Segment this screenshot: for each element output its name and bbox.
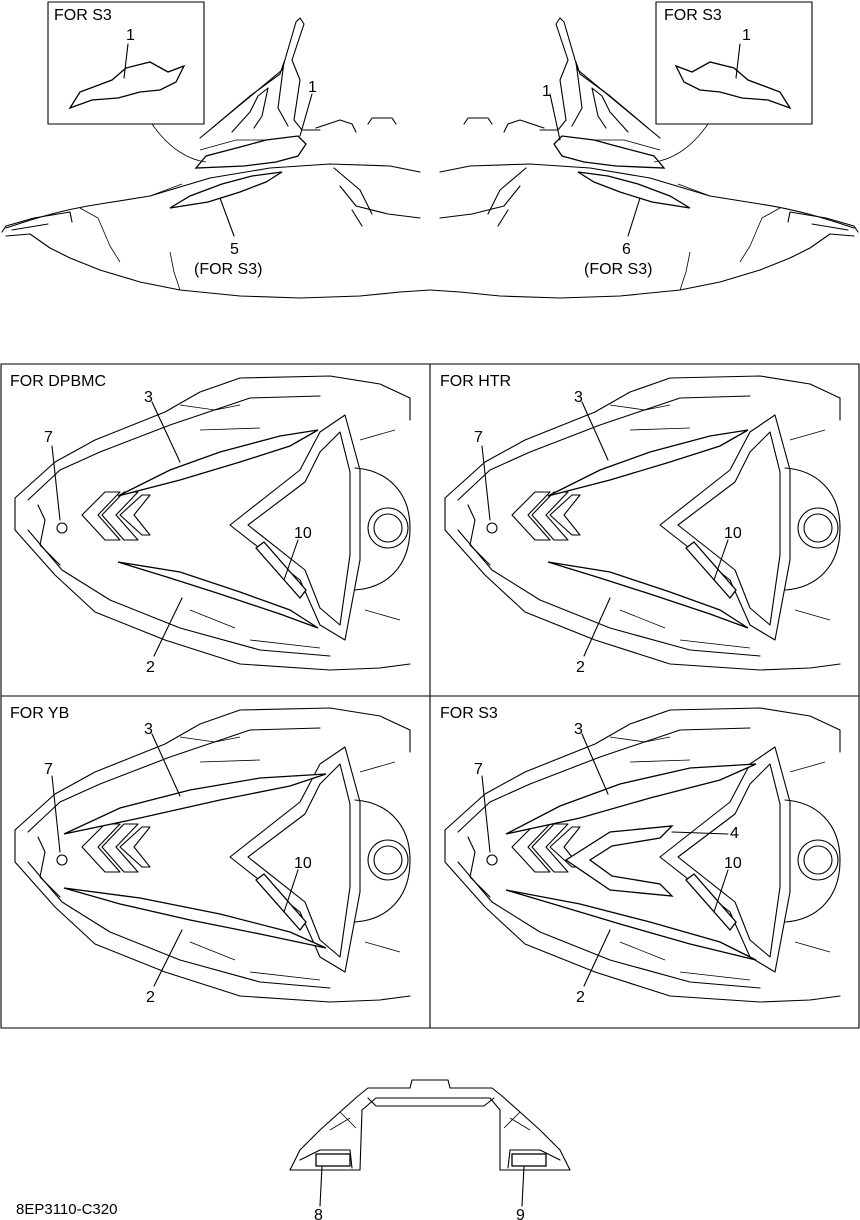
decal-3-yb — [63, 773, 327, 835]
decal-8 — [315, 1153, 351, 1167]
decal-6-right — [577, 171, 691, 209]
part-number-4-s3: 4 — [730, 825, 739, 842]
part-number-7-htr: 7 — [474, 429, 483, 446]
part-number-10-dpbmc: 10 — [294, 525, 312, 542]
panel-label-htr: FOR HTR — [440, 373, 511, 390]
part-number-2-s3: 2 — [576, 989, 585, 1006]
part-number-1-right: 1 — [542, 83, 551, 100]
top-right-view: FOR S3 1 1 6 (FOR S3) — [429, 1, 859, 299]
panel-label-yb: FOR YB — [10, 705, 69, 722]
decal-1-inset-left — [68, 61, 186, 110]
part-number-10-yb: 10 — [294, 855, 312, 872]
part-number-3-s3: 3 — [574, 721, 583, 738]
panel-grid — [0, 363, 860, 1029]
decal-2-dpbmc — [117, 561, 319, 629]
decal-4-s3 — [564, 825, 674, 897]
bottom-rear-view: 8 9 — [289, 1079, 571, 1220]
part-number-6: 6 — [622, 241, 631, 258]
decal-2-htr — [547, 561, 749, 629]
part-number-5: 5 — [230, 241, 239, 258]
part-number-2-yb: 2 — [146, 989, 155, 1006]
part-number-10-s3: 10 — [724, 855, 742, 872]
part-number-9: 9 — [516, 1207, 525, 1220]
part-number-1-inset-right: 1 — [742, 27, 751, 44]
decal-2-s3 — [505, 889, 757, 961]
panel-s3: FOR S3 3 7 4 10 2 — [440, 705, 841, 1006]
inset-box-left — [47, 1, 205, 125]
part-number-1-inset-left: 1 — [126, 27, 135, 44]
decal-10-dpbmc — [255, 541, 307, 600]
decal-3-s3 — [505, 763, 757, 835]
decal-1-inset-right — [674, 61, 792, 110]
part-number-3-yb: 3 — [144, 721, 153, 738]
panel-htr: FOR HTR 3 7 10 2 — [440, 373, 841, 676]
decal-2-yb — [63, 887, 327, 949]
part-number-7-s3: 7 — [474, 761, 483, 778]
part-number-7-dpbmc: 7 — [44, 429, 53, 446]
decal-3-dpbmc — [117, 429, 319, 497]
panel-dpbmc: FOR DPBMC 3 7 10 2 — [10, 373, 411, 676]
part-number-7-yb: 7 — [44, 761, 53, 778]
part-number-3-htr: 3 — [574, 389, 583, 406]
part-number-1-left: 1 — [308, 79, 317, 96]
drawing-code: 8EP3110-C320 — [16, 1201, 117, 1218]
part-number-10-htr: 10 — [724, 525, 742, 542]
decal-9 — [511, 1153, 547, 1167]
decal-10-htr — [685, 541, 737, 600]
part-5-note: (FOR S3) — [194, 261, 262, 278]
inset-label-right: FOR S3 — [664, 7, 722, 24]
inset-label-left: FOR S3 — [54, 7, 112, 24]
decal-10-s3 — [685, 873, 737, 932]
decal-5-left — [169, 171, 283, 209]
part-number-8: 8 — [314, 1207, 323, 1220]
decal-1-right — [553, 135, 666, 169]
part-number-2-htr: 2 — [576, 659, 585, 676]
decal-1-left — [194, 135, 307, 169]
panel-label-dpbmc: FOR DPBMC — [10, 373, 106, 390]
inset-box-right — [655, 1, 813, 125]
top-left-view: FOR S3 1 1 5 (FOR S3) — [1, 1, 431, 299]
part-number-2-dpbmc: 2 — [146, 659, 155, 676]
part-6-note: (FOR S3) — [584, 261, 652, 278]
decal-3-htr — [547, 429, 749, 497]
panel-yb: FOR YB 3 7 10 2 — [10, 705, 411, 1006]
panel-label-s3: FOR S3 — [440, 705, 498, 722]
part-number-3-dpbmc: 3 — [144, 389, 153, 406]
decal-10-yb — [255, 873, 307, 932]
